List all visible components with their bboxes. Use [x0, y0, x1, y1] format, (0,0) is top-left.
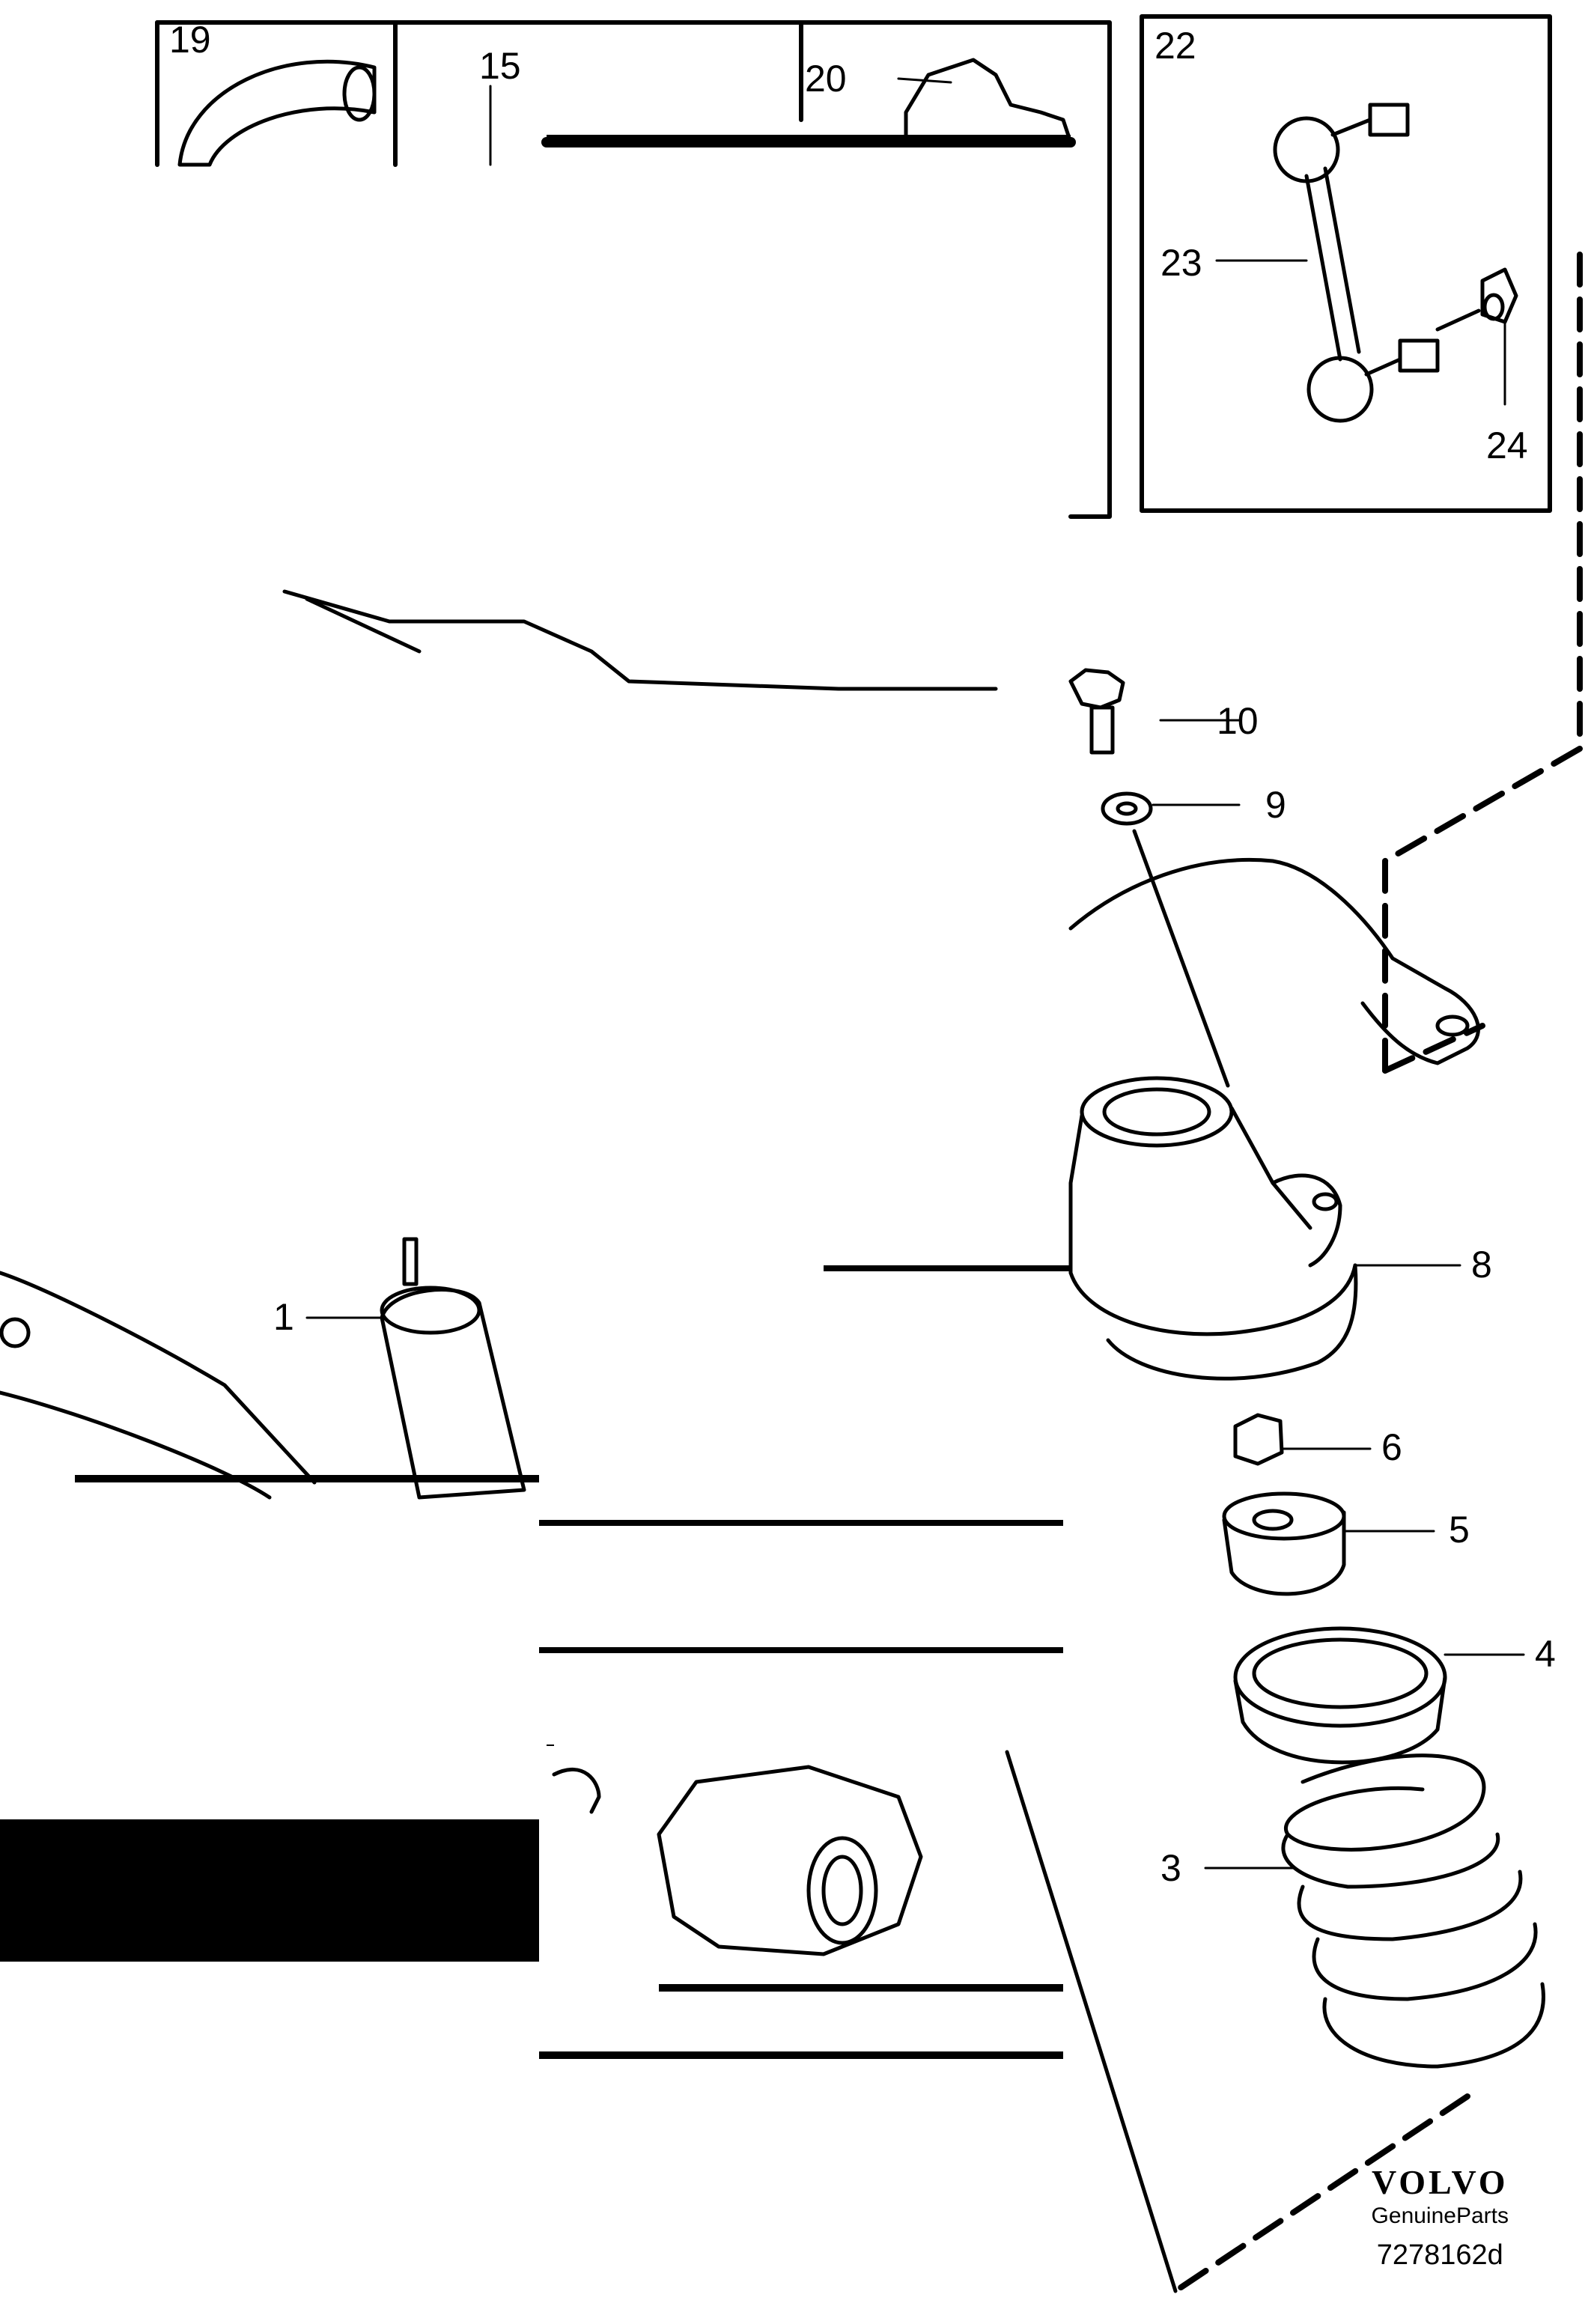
- diagram-code: 7278162d: [1376, 2239, 1503, 2271]
- stabilizer-bar-top: [282, 137, 1076, 691]
- inset-frame-right: [1140, 14, 1552, 513]
- callout-24: 24: [1486, 425, 1528, 466]
- callout-23: 23: [1160, 242, 1202, 284]
- scan-artifact-line: [539, 1647, 1063, 1653]
- bolt-axis-line: [1132, 829, 1230, 1088]
- callout-15: 15: [479, 45, 521, 87]
- part-9-washer: [1101, 791, 1153, 826]
- sway-bar-arm: [1068, 857, 1480, 1065]
- dashed-leader-bottom: [1172, 2093, 1470, 2294]
- scan-artifact-line: [659, 1984, 1063, 1992]
- volvo-brand-block: VOLVO GenuineParts 7278162d: [1372, 2162, 1509, 2272]
- scan-artifact-line: [539, 2051, 1063, 2059]
- callout-9: 9: [1265, 784, 1286, 826]
- hub-carrier: [552, 1765, 923, 1956]
- callout-6: 6: [1381, 1426, 1402, 1468]
- callout-19: 19: [169, 19, 211, 61]
- part-3-coil-spring: [1281, 1753, 1545, 2069]
- callout-1: 1: [273, 1296, 294, 1338]
- scan-artifact-line: [547, 135, 1071, 145]
- inset-frame-left: [155, 20, 1112, 519]
- genuine-parts-label: GenuineParts: [1371, 2203, 1509, 2228]
- callout-labels: 19 15 20 22 23 24 10 9 8 6 5 4 3 1: [169, 19, 1556, 1889]
- volvo-logo: VOLVO: [1371, 2163, 1509, 2201]
- part-20-bracket: [904, 58, 1073, 145]
- part-19-bushing-ring: [177, 59, 377, 167]
- scan-artifact-line: [539, 1520, 1063, 1526]
- callout-8: 8: [1471, 1244, 1492, 1286]
- subframe-fragment-left: [0, 1271, 317, 1500]
- part-4-spring-insulator: [1233, 1626, 1447, 1765]
- scan-artifact-line: [75, 1475, 539, 1482]
- part-8-spring-seat-cup: [1068, 1076, 1358, 1381]
- leader-line-bottom: [1005, 1750, 1178, 2293]
- callout-4: 4: [1535, 1633, 1556, 1675]
- scan-artifact-band: [547, 1744, 554, 1746]
- callout-20: 20: [805, 58, 847, 100]
- scan-artifact-band: [0, 1819, 539, 1962]
- callout-3: 3: [1160, 1847, 1181, 1889]
- part-1-shock-absorber: [380, 1237, 526, 1500]
- leader-lines: [305, 77, 1525, 1870]
- part-6-nut: [1233, 1413, 1284, 1466]
- dashed-leader-right: [1382, 252, 1583, 1074]
- callout-10: 10: [1217, 700, 1259, 742]
- scan-artifact-line: [824, 1265, 1071, 1271]
- callout-5: 5: [1449, 1509, 1470, 1551]
- callout-22: 22: [1155, 25, 1196, 67]
- part-5-bump-stop: [1222, 1491, 1346, 1596]
- part-10-bolt: [1068, 668, 1125, 755]
